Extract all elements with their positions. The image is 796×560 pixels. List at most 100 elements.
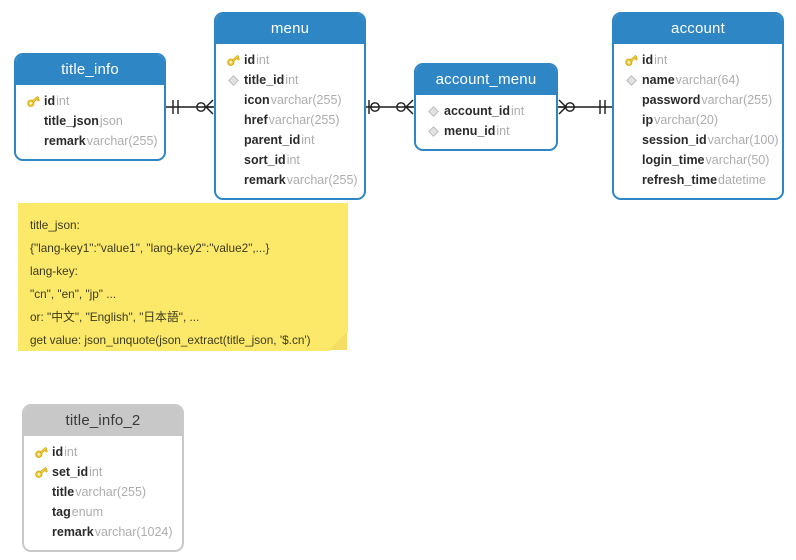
no-key-icon [623,152,640,168]
field-name: parent_id [244,133,301,147]
field-type: enum [71,505,104,519]
field-type: varchar(50) [705,153,770,167]
field-type: int [301,133,315,147]
foreign-key-diamond-icon [425,123,442,139]
field-name: id [642,53,654,67]
field-name: account_id [444,104,510,118]
field-name: id [44,94,56,108]
field-name: icon [244,93,270,107]
no-key-icon [33,504,50,520]
field-type: varchar(255) [268,113,340,127]
no-key-icon [225,132,242,148]
note-line: get value: json_unquote(json_extract(tit… [30,333,311,347]
field-type: varchar(255) [75,485,147,499]
no-key-icon [623,132,640,148]
field-name: remark [244,173,286,187]
no-key-icon [25,113,42,129]
no-key-icon [33,484,50,500]
field-type: varchar(255) [701,93,773,107]
field-type: varchar(255) [286,173,358,187]
primary-key-icon [25,93,42,109]
no-key-icon [225,112,242,128]
field-name: id [52,445,64,459]
no-key-icon [623,92,640,108]
field-name: password [642,93,701,107]
field-name: login_time [642,153,705,167]
field-type: int [89,465,103,479]
sticky-note-title-json[interactable]: title_json: {"lang-key1":"value1", "lang… [18,203,348,351]
field-name: title [52,485,75,499]
field-name: ip [642,113,654,127]
field-type: varchar(1024) [94,525,173,539]
entity-title-menu: menu [216,14,364,44]
note-line: title_json: [30,218,80,232]
no-key-icon [225,92,242,108]
field-type: int [286,153,300,167]
no-key-icon [225,172,242,188]
field-type: int [256,53,270,67]
field-type: int [285,73,299,87]
no-key-icon [25,133,42,149]
note-line: or: "中文", "English", "日本語", ... [30,310,200,324]
no-key-icon [623,172,640,188]
field-type: varchar(255) [270,93,342,107]
field-name: remark [44,134,86,148]
note-line: "cn", "en", "jp" ... [30,287,117,301]
note-line: lang-key: [30,264,78,278]
foreign-key-diamond-icon [225,72,242,88]
field-name: remark [52,525,94,539]
foreign-key-diamond-icon [623,72,640,88]
field-name: sort_id [244,153,286,167]
entity-title-account-menu: account_menu [416,65,556,95]
relationship-account-menu-account [558,99,612,115]
note-fold-corner-edge-icon [329,332,347,350]
no-key-icon [623,112,640,128]
field-type: json [99,114,123,128]
foreign-key-diamond-icon [425,103,442,119]
field-name: tag [52,505,71,519]
relationship-title-info-menu [166,99,214,115]
field-name: name [642,73,675,87]
field-type: varchar(100) [707,133,779,147]
field-name: id [244,53,256,67]
field-name: title_id [244,73,285,87]
field-type: varchar(20) [654,113,719,127]
primary-key-icon [33,464,50,480]
sticky-note-body: title_json: {"lang-key1":"value1", "lang… [18,203,348,352]
